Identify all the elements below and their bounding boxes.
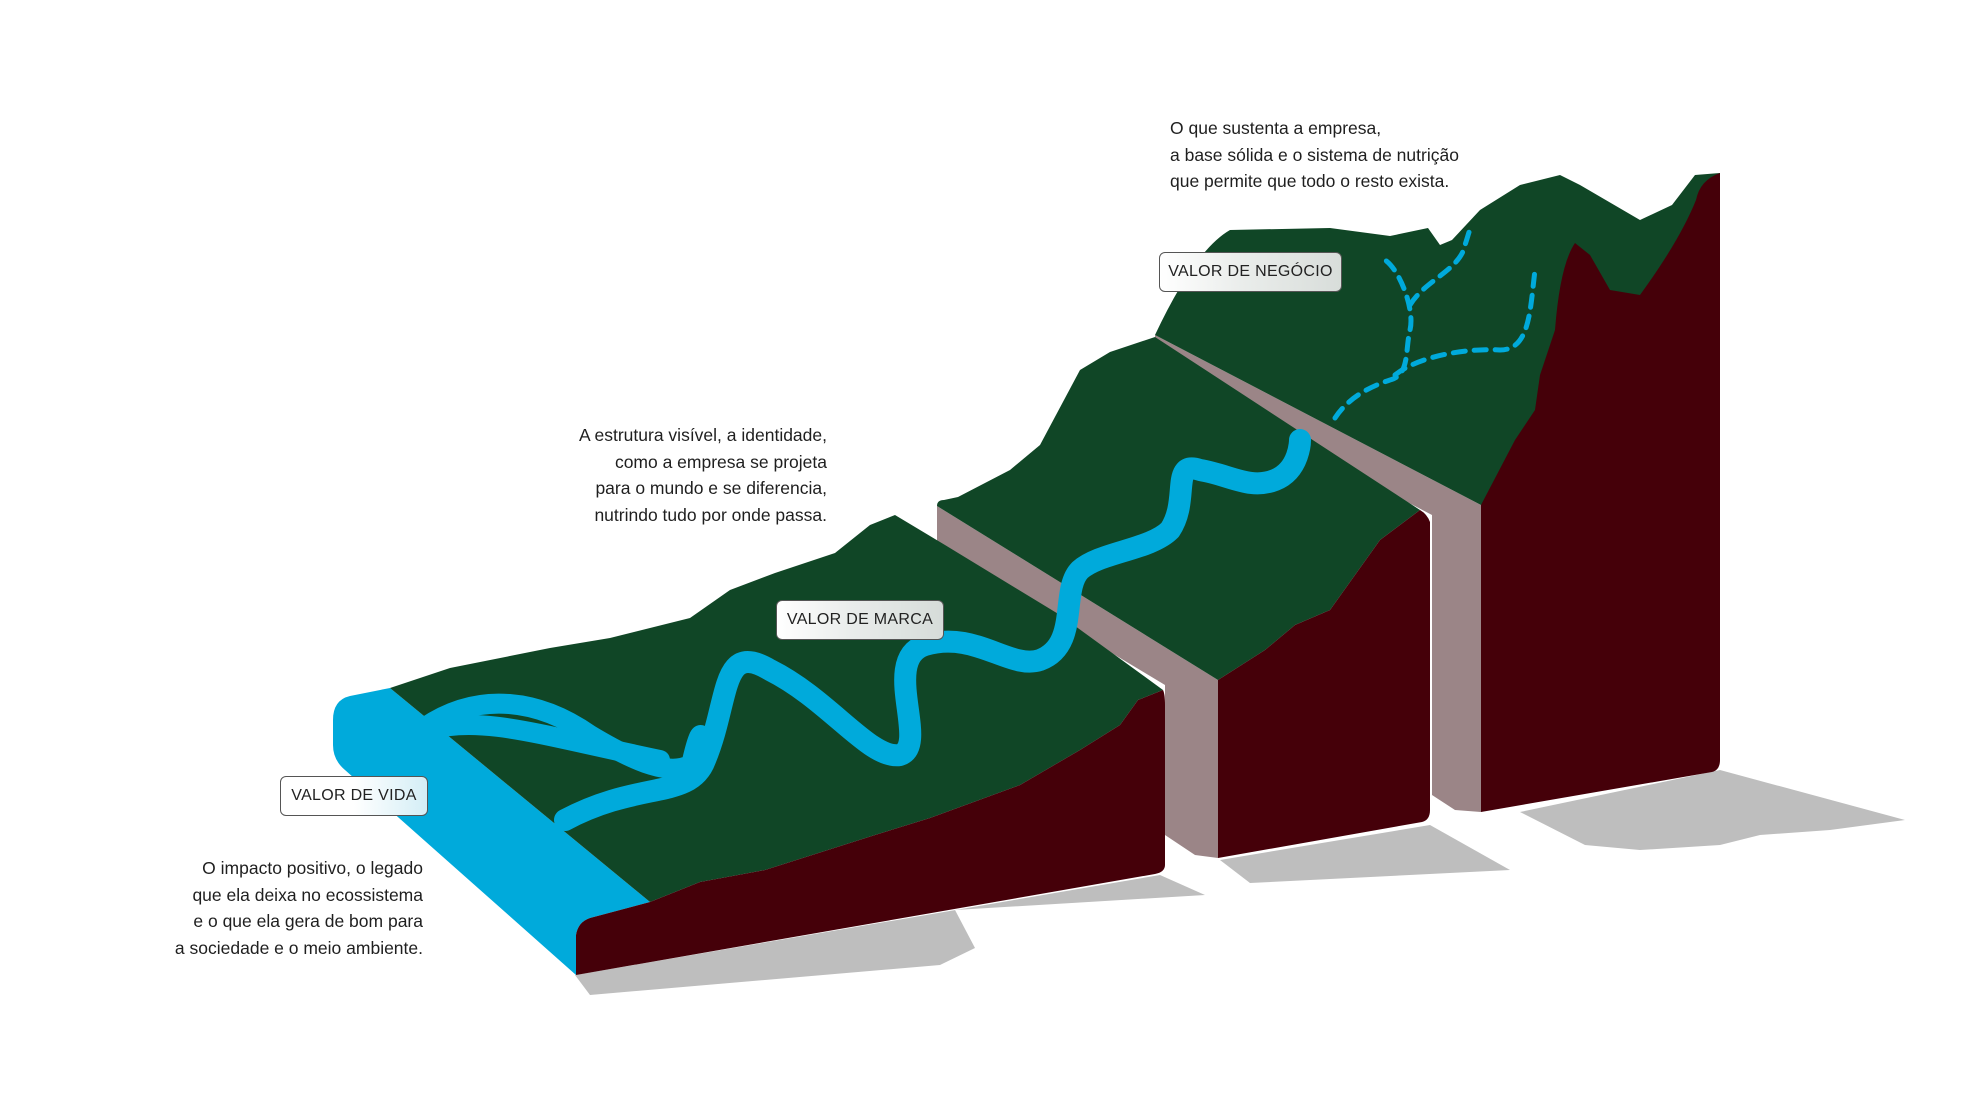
description-line: A estrutura visível, a identidade,	[578, 425, 827, 445]
description-line: nutrindo tudo por onde passa.	[594, 504, 827, 525]
block2-side	[1218, 510, 1430, 858]
block3-side	[1481, 173, 1720, 812]
description-line: a sociedade e o meio ambiente.	[174, 937, 423, 958]
shadow-block-3	[1520, 770, 1905, 850]
river-tributary-main	[1332, 257, 1414, 421]
river	[415, 227, 1538, 831]
description-line: a base sólida e o sistema de nutrição	[1170, 144, 1459, 165]
valor-de-marca-description: A estrutura visível, a identidade, como …	[579, 422, 827, 528]
block1-side	[576, 690, 1165, 975]
block2-cut-face	[937, 506, 1218, 858]
valor-de-negocio-description: O que sustenta a empresa, a base sólida …	[1170, 115, 1459, 195]
description-line: que permite que todo o resto exista.	[1170, 171, 1450, 191]
river-tributary-branch-1	[1392, 267, 1538, 378]
block1-water-face	[333, 688, 650, 975]
river-branch-2	[420, 714, 670, 770]
river-main	[554, 429, 1311, 831]
description-line: O que sustenta a empresa,	[1170, 118, 1382, 138]
shadow-block-2	[1220, 825, 1510, 883]
description-line: e o que ela gera de bom para	[193, 911, 423, 931]
ground-shadows	[575, 770, 1905, 995]
description-line: como a empresa se projeta	[614, 451, 827, 472]
valor-de-vida-label: VALOR DE VIDA	[280, 776, 428, 816]
valor-de-negocio-label: VALOR DE NEGÓCIO	[1159, 252, 1342, 292]
river-tributary-branch-2	[1407, 227, 1475, 308]
valor-de-vida-description: O impacto positivo, o legado que ela dei…	[175, 855, 423, 961]
description-line: para o mundo e se diferencia,	[595, 478, 827, 498]
valor-de-marca-label: VALOR DE MARCA	[776, 600, 944, 640]
description-line: que ela deixa no ecossistema	[192, 884, 423, 905]
description-line: O impacto positivo, o legado	[202, 858, 423, 878]
shadow-block-1	[575, 875, 1205, 995]
